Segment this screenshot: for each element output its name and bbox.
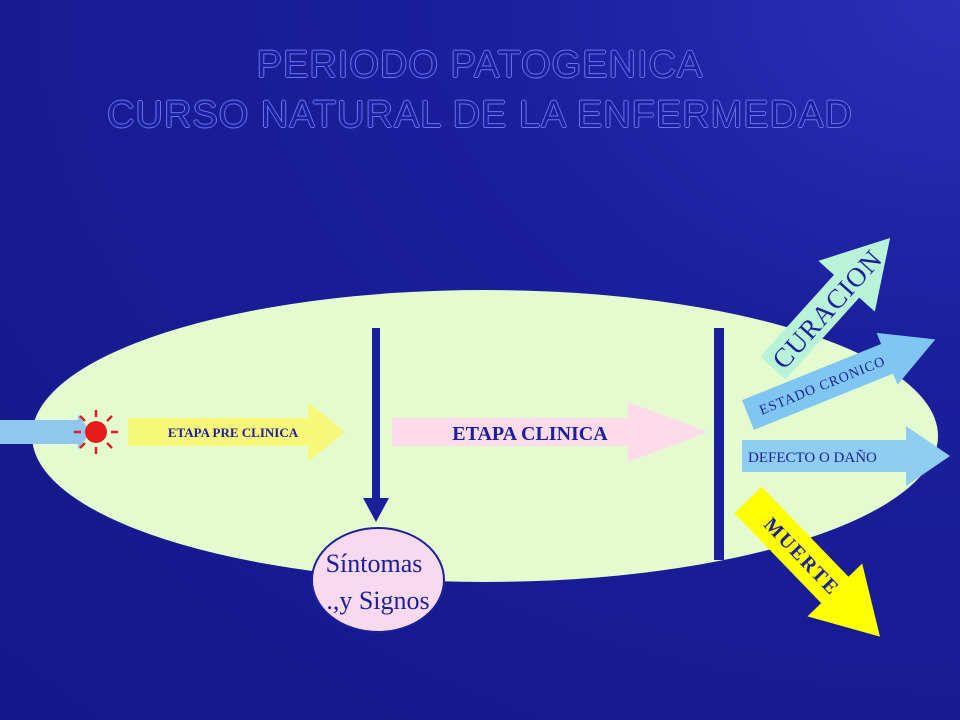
defect-label: DEFECTO O DAÑO — [748, 450, 877, 466]
agent-sun-icon — [74, 410, 118, 454]
symptoms-label-line2: .,y Signos — [326, 586, 429, 615]
symptoms-label-line1: Síntomas — [326, 549, 423, 578]
title-line-2: CURSO NATURAL DE LA ENFERMEDAD — [107, 94, 853, 136]
symptoms-bubble: Síntomas .,y Signos — [311, 527, 445, 633]
preclinical-stage-arrow — [128, 402, 345, 462]
defect-outcome-arrow — [742, 426, 950, 486]
entry-arrow — [0, 414, 90, 450]
clinical-horizon-arrow — [363, 328, 389, 522]
preclinical-stage-label: ETAPA PRE CLINICA — [168, 425, 299, 440]
clinical-end-divider — [714, 328, 724, 560]
title-line-1: PERIODO PATOGENICA — [256, 44, 704, 86]
clinical-stage-label: ETAPA CLINICA — [452, 423, 608, 445]
clinical-stage-arrow — [392, 402, 708, 462]
